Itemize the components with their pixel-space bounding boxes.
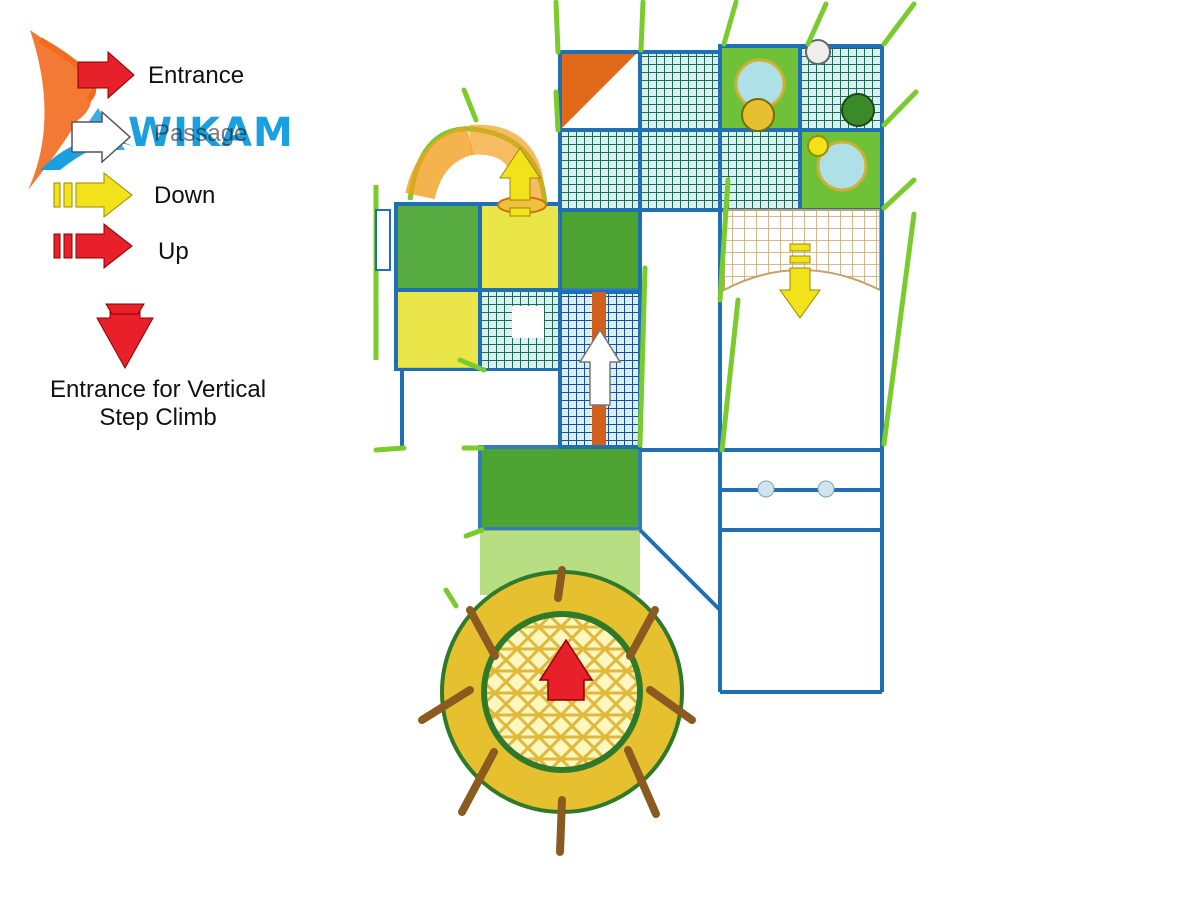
legend-down-arrow xyxy=(53,171,133,219)
up-arrow-slide xyxy=(499,147,541,217)
down-arrow-net xyxy=(779,243,821,319)
passage-arrow-climb xyxy=(578,328,622,406)
legend-up-arrow xyxy=(53,222,133,270)
brand-logo-text: WIKAM xyxy=(128,110,294,156)
logo-swoosh xyxy=(28,30,92,190)
legend-passage-arrow xyxy=(71,110,132,164)
ball-toy xyxy=(805,39,831,65)
legend-entrance-arrow xyxy=(77,50,135,100)
trampoline xyxy=(418,566,696,856)
legend-down-label: Down xyxy=(154,182,216,209)
trampoline-posts xyxy=(418,566,696,856)
entrance-arrow-trampoline xyxy=(538,638,594,701)
ball-2 xyxy=(817,480,835,498)
left-tower xyxy=(373,185,562,446)
legend-passage-label: Passage xyxy=(154,120,248,147)
ball-1 xyxy=(757,480,775,498)
legend-vertical-step-arrow xyxy=(96,303,154,370)
spinner-toy xyxy=(741,98,775,132)
green-poles xyxy=(373,0,919,609)
mirror-panel-2 xyxy=(816,140,868,192)
legend-entrance-label: Entrance xyxy=(148,62,245,89)
legend-vertical-step-label: Entrance for Vertical Step Climb xyxy=(49,376,267,431)
brand-logo xyxy=(28,30,140,190)
spinner-toy-2 xyxy=(841,93,875,127)
legend-up-label: Up xyxy=(158,238,189,265)
top-deck xyxy=(558,39,884,212)
duck-toy xyxy=(807,135,829,157)
logo-blue-wave xyxy=(40,138,140,170)
